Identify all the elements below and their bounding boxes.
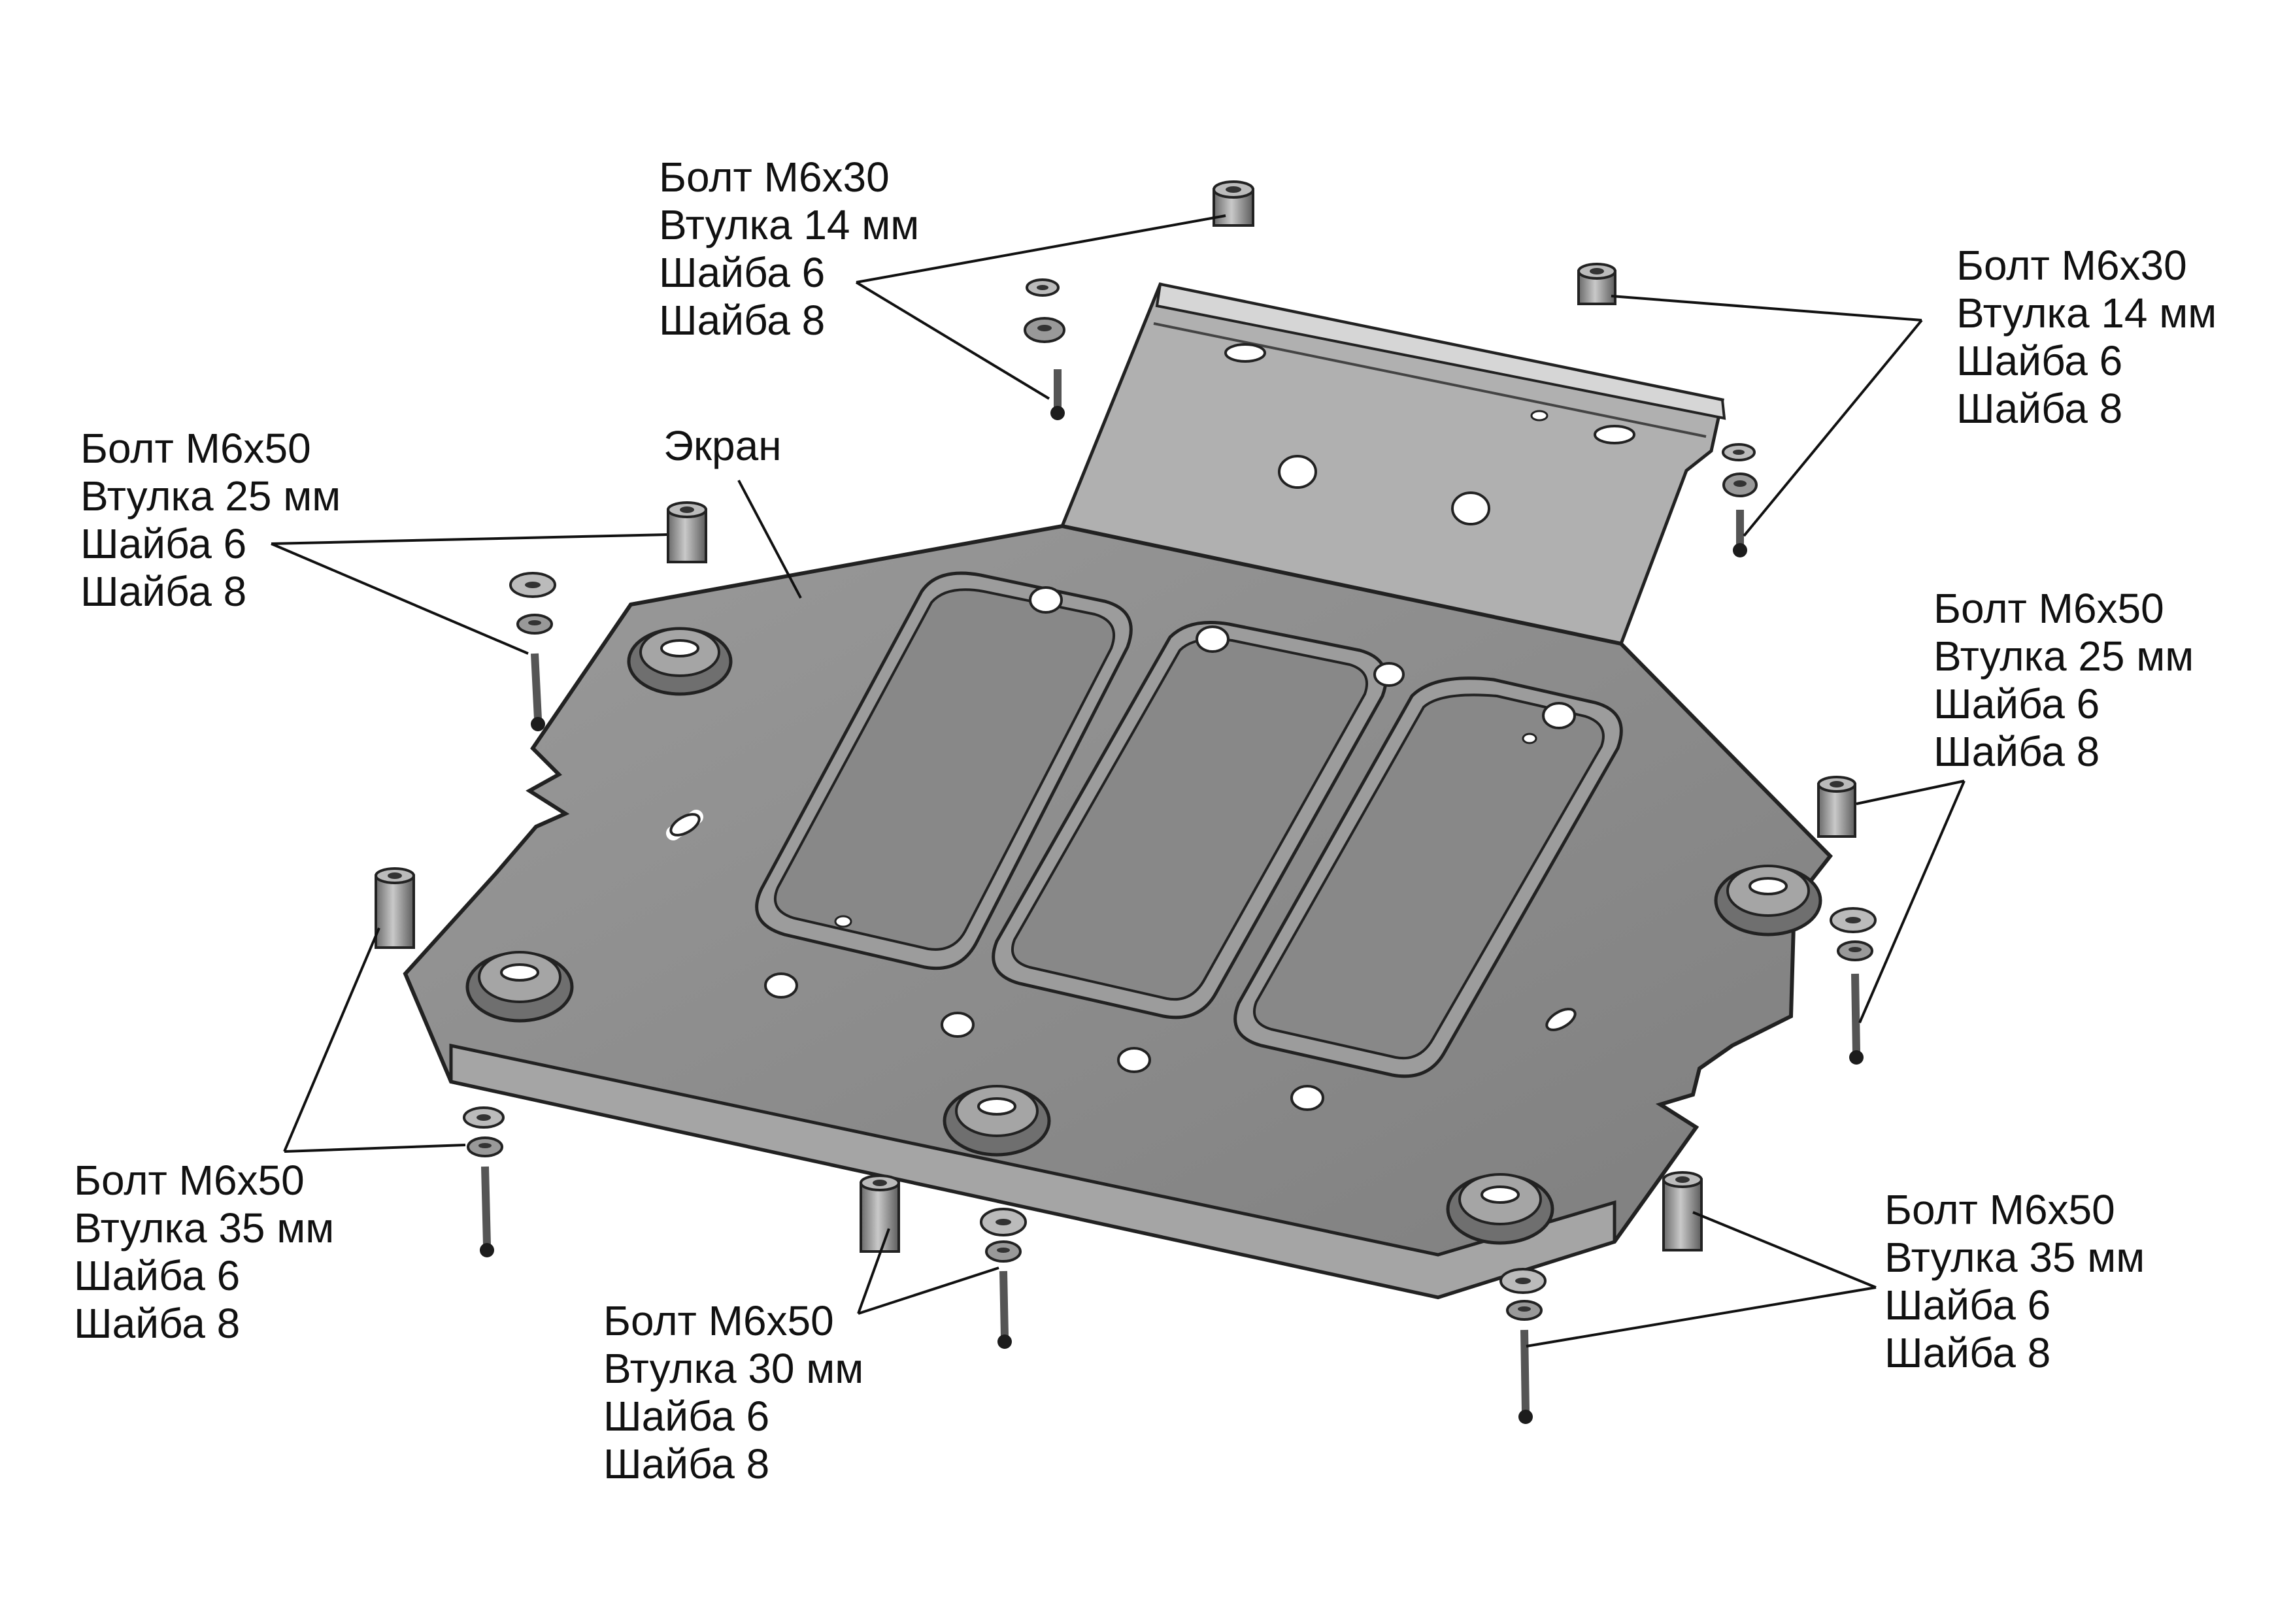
- callout-line: Болт М6х50: [1933, 585, 2164, 632]
- callout-line: Шайба 6: [80, 520, 247, 567]
- sleeve-top-center: [1213, 180, 1254, 227]
- callout-top-center: Болт М6х30 Втулка 14 мм Шайба 6 Шайба 8: [659, 154, 919, 344]
- callout-line: Болт М6х50: [1884, 1186, 2115, 1233]
- callout-line: Шайба 6: [74, 1252, 241, 1299]
- callout-line: Шайба 6: [603, 1393, 770, 1440]
- sleeve-bottom-right: [1662, 1171, 1703, 1251]
- callout-line: Шайба 8: [80, 568, 247, 615]
- callout-left-lower: Болт М6х50 Втулка 35 мм Шайба 6 Шайба 8: [74, 1157, 334, 1348]
- screen-label: Экран: [663, 422, 782, 469]
- sleeve-bottom-center: [860, 1174, 900, 1253]
- bolt-set-top-right: [1722, 443, 1758, 557]
- bolt-set-right-mid: [1830, 907, 1877, 1065]
- callout-line: Втулка 25 мм: [1933, 633, 2194, 680]
- plate-window-left: [755, 571, 1133, 970]
- callout-line: Шайба 8: [603, 1440, 770, 1487]
- callout-line: Болт М6х50: [74, 1157, 305, 1204]
- callout-line: Шайба 6: [1933, 680, 2100, 727]
- callout-line: Втулка 14 мм: [1956, 290, 2217, 337]
- callout-line: Втулка 30 мм: [603, 1345, 864, 1392]
- bolt-set-top-center: [1024, 278, 1065, 420]
- callout-line: Шайба 8: [659, 297, 826, 344]
- callout-top-right: Болт М6х30 Втулка 14 мм Шайба 6 Шайба 8: [1956, 242, 2217, 433]
- callout-line: Втулка 35 мм: [74, 1204, 335, 1251]
- callout-line: Шайба 6: [1884, 1282, 2051, 1329]
- callout-line: Шайба 8: [1956, 385, 2123, 432]
- callout-line: Втулка 35 мм: [1884, 1234, 2145, 1281]
- callout-line: Шайба 6: [659, 249, 826, 296]
- sleeve-left-lower: [375, 867, 415, 949]
- callout-line: Болт М6х50: [603, 1297, 834, 1344]
- sleeve-right-mid: [1817, 776, 1856, 838]
- callout-line: Шайба 8: [1884, 1329, 2051, 1376]
- bolt-set-left-upper: [509, 572, 556, 731]
- mount-boss-left: [465, 951, 574, 1023]
- sleeve-top-right: [1577, 263, 1616, 305]
- callout-line: Втулка 14 мм: [659, 201, 920, 248]
- main-plate: [403, 523, 1833, 1300]
- sleeve-left-upper: [667, 501, 707, 563]
- callout-right-mid: Болт М6х50 Втулка 25 мм Шайба 6 Шайба 8: [1933, 585, 2194, 776]
- callout-left-upper: Болт М6х50 Втулка 25 мм Шайба 6 Шайба 8: [80, 425, 341, 616]
- callout-line: Шайба 8: [74, 1300, 241, 1347]
- leader-lines: [271, 214, 1966, 1348]
- mount-boss-bottom-right: [1446, 1173, 1554, 1245]
- callout-line: Шайба 8: [1933, 728, 2100, 775]
- callout-bottom-center: Болт М6х50 Втулка 30 мм Шайба 6 Шайба 8: [603, 1297, 863, 1488]
- plate-window-right: [1233, 676, 1623, 1078]
- upper-bracket: [1060, 282, 1726, 646]
- callout-line: Втулка 25 мм: [80, 472, 341, 520]
- callout-line: Болт М6х30: [659, 154, 890, 201]
- mount-boss-right: [1714, 865, 1822, 936]
- callout-bottom-right: Болт М6х50 Втулка 35 мм Шайба 6 Шайба 8: [1884, 1186, 2145, 1377]
- mount-boss-bottom-center: [943, 1085, 1051, 1157]
- bolt-set-bottom-center: [980, 1208, 1027, 1349]
- plate-window-center: [992, 621, 1388, 1019]
- callout-line: Шайба 6: [1956, 337, 2123, 384]
- mount-boss-top-left: [627, 627, 733, 696]
- callout-line: Болт М6х50: [80, 425, 311, 472]
- bolt-set-left-lower: [463, 1106, 505, 1257]
- bolt-set-bottom-right: [1499, 1268, 1547, 1424]
- callout-line: Болт М6х30: [1956, 242, 2187, 289]
